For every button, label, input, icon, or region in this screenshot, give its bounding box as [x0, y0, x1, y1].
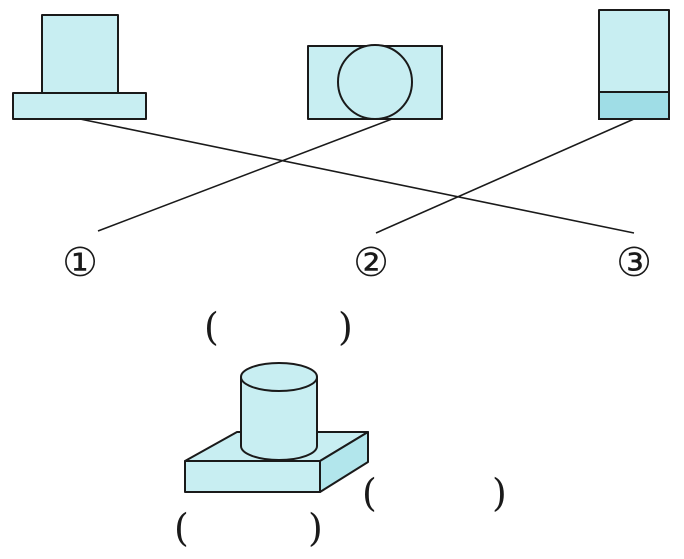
answer-blank-top-open: ( [204, 305, 219, 349]
slab-front-face [184, 460, 321, 493]
top-view-circle [337, 44, 413, 120]
top-view-figure [307, 44, 443, 120]
front-view-base-rect [12, 92, 147, 120]
answer-blank-right: ( ) [362, 471, 507, 515]
connector-top-to-1 [97, 118, 393, 232]
front-view-upper-rect [41, 14, 119, 94]
side-view-figure [598, 9, 670, 120]
view-label-1: ① [62, 240, 98, 286]
solid-object-figure [184, 362, 369, 493]
answer-blank-bottom-open: ( [174, 506, 189, 550]
answer-blank-right-close: ) [492, 471, 507, 515]
connector-side-to-2 [375, 118, 635, 234]
answer-blank-bottom-close: ) [308, 506, 323, 550]
answer-blank-right-open: ( [362, 471, 377, 515]
cylinder-body [240, 376, 318, 461]
side-view-upper-rect [598, 9, 670, 93]
cylinder-top-ellipse [240, 362, 318, 392]
view-label-2: ② [353, 240, 389, 286]
answer-blank-bottom: ( ) [174, 506, 323, 550]
view-label-3: ③ [616, 240, 652, 286]
connector-front-to-3 [79, 118, 635, 234]
answer-blank-top: ( ) [204, 305, 353, 349]
front-view-figure [12, 14, 147, 120]
answer-blank-top-close: ) [338, 305, 353, 349]
side-view-base-rect [598, 91, 670, 120]
